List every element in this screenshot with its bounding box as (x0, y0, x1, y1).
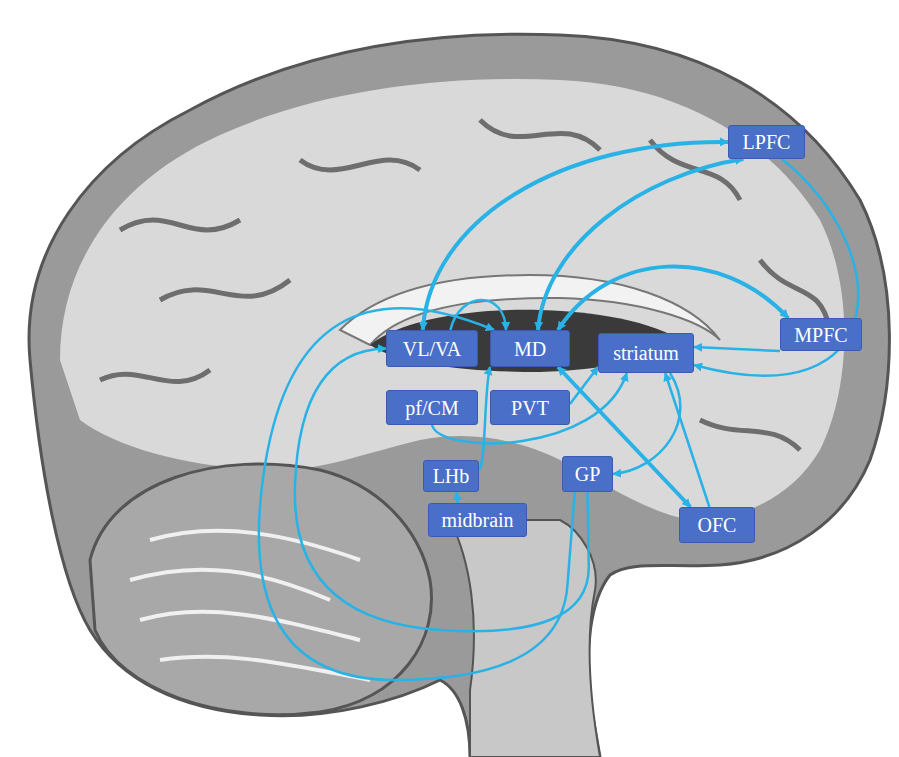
brain-outline (29, 34, 889, 757)
region-box: pf/CM (386, 390, 478, 425)
region-box: VL/VA (386, 330, 478, 367)
region-box: midbrain (428, 503, 527, 537)
region-box: MD (490, 330, 570, 367)
region-box: OFC (679, 507, 755, 543)
brainstem (450, 520, 600, 757)
projection-arrow (295, 349, 589, 632)
projection-arrow (538, 159, 743, 330)
region-label: MD (514, 339, 546, 359)
region-box: striatum (598, 333, 694, 373)
white-matter (60, 79, 844, 520)
projection-arrow (450, 300, 506, 330)
projection-arrow (423, 142, 728, 330)
region-label: midbrain (441, 510, 513, 530)
region-label: pf/CM (405, 398, 458, 418)
region-box: GP (562, 456, 613, 492)
region-box: PVT (490, 390, 570, 425)
region-label: VL/VA (403, 339, 462, 359)
region-label: striatum (613, 343, 679, 363)
region-label: MPFC (794, 325, 847, 345)
projection-arrow (570, 367, 598, 404)
region-label: PVT (511, 398, 549, 418)
region-box: LHb (423, 460, 479, 492)
cerebellar-folia (130, 531, 370, 680)
projection-arrow (479, 367, 490, 470)
region-label: LPFC (743, 132, 791, 152)
region-box: MPFC (780, 318, 862, 351)
projection-arrow (694, 159, 858, 376)
region-label: GP (575, 464, 601, 484)
projection-arrow (558, 266, 788, 330)
region-box: LPFC (728, 125, 805, 159)
projection-arrow (694, 347, 780, 351)
projection-arrow (457, 492, 458, 503)
projection-arrow (259, 308, 575, 680)
region-label: OFC (698, 515, 737, 535)
sulci (100, 120, 830, 450)
region-label: LHb (433, 466, 470, 486)
projection-arrow (613, 373, 680, 474)
projection-arrow (558, 367, 690, 507)
